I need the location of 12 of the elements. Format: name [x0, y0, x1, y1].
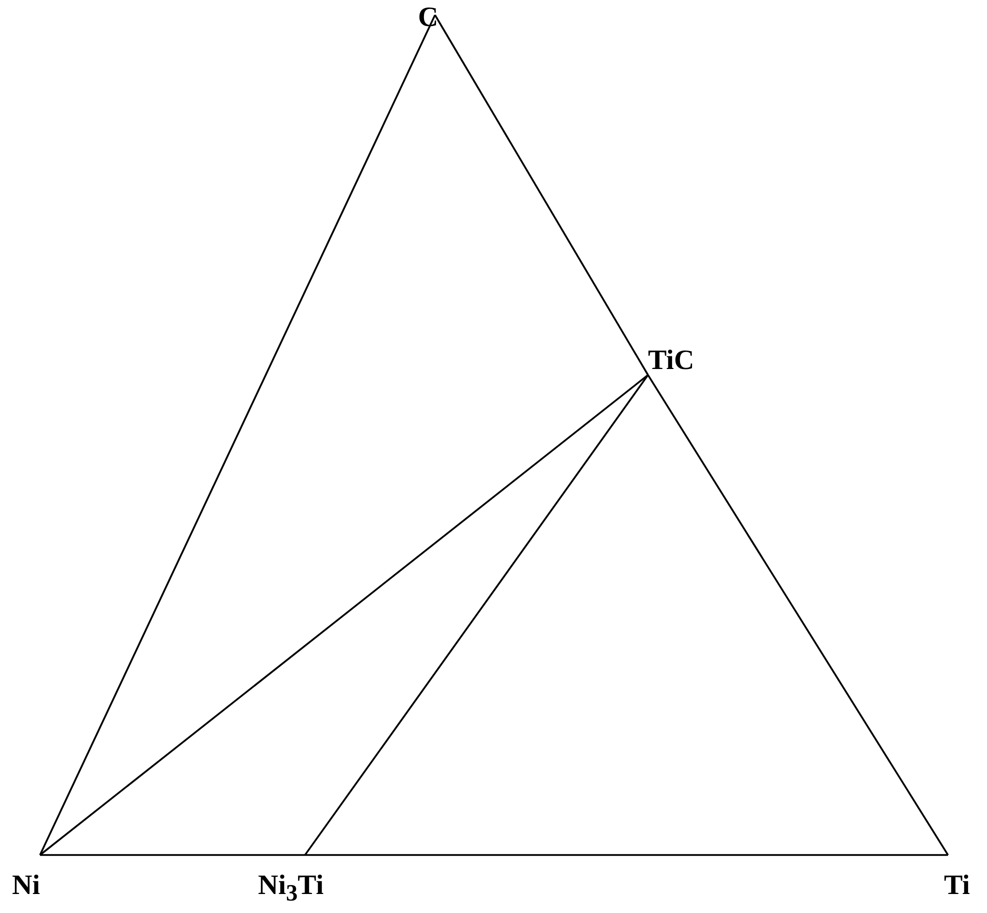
triangle-side	[434, 14, 649, 376]
vertex-label: C	[418, 4, 438, 32]
tie-line	[304, 374, 649, 856]
vertex-label: TiC	[648, 347, 694, 375]
triangle-side	[40, 854, 305, 856]
vertex-label: Ni$_{3}$Ti	[258, 872, 324, 908]
tie-line	[39, 374, 649, 856]
vertex-label: Ti	[944, 872, 970, 900]
triangle-side	[647, 374, 949, 856]
vertex-label: Ni	[12, 872, 40, 900]
triangle-side	[305, 854, 948, 856]
triangle-side	[39, 14, 436, 856]
